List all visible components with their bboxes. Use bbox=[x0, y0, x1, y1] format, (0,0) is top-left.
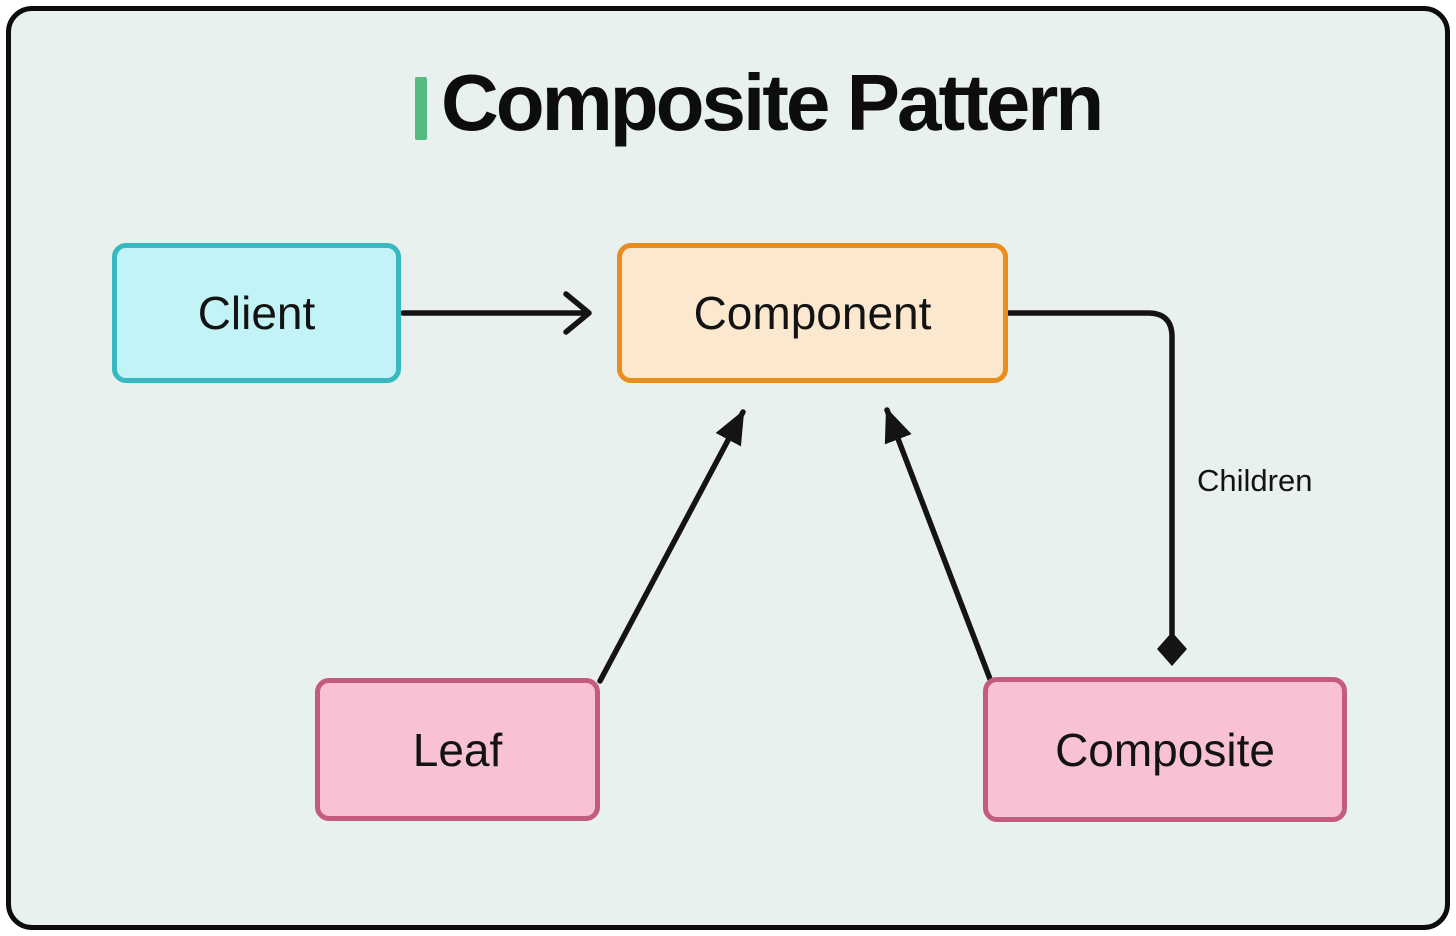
node-leaf: Leaf bbox=[315, 678, 600, 821]
edge-label-children: Children bbox=[1197, 463, 1313, 498]
node-leaf-label: Leaf bbox=[412, 723, 503, 776]
node-client-label: Client bbox=[197, 287, 316, 339]
edge-composite-component bbox=[884, 407, 993, 682]
chevron-arrowhead-icon bbox=[563, 291, 592, 335]
node-component-label: Component bbox=[693, 287, 932, 339]
edge-leaf-component bbox=[597, 409, 746, 684]
edge-component-composite bbox=[1005, 310, 1175, 639]
composition-diamond-icon bbox=[1157, 632, 1187, 666]
node-composite-label: Composite bbox=[1055, 723, 1275, 776]
node-component: Component bbox=[617, 243, 1008, 383]
node-composite: Composite bbox=[983, 677, 1347, 822]
node-client: Client bbox=[112, 243, 401, 383]
page-title: Composite Pattern bbox=[441, 58, 1104, 147]
title-row: Composite Pattern bbox=[415, 58, 1104, 147]
title-accent-bar bbox=[415, 76, 427, 140]
